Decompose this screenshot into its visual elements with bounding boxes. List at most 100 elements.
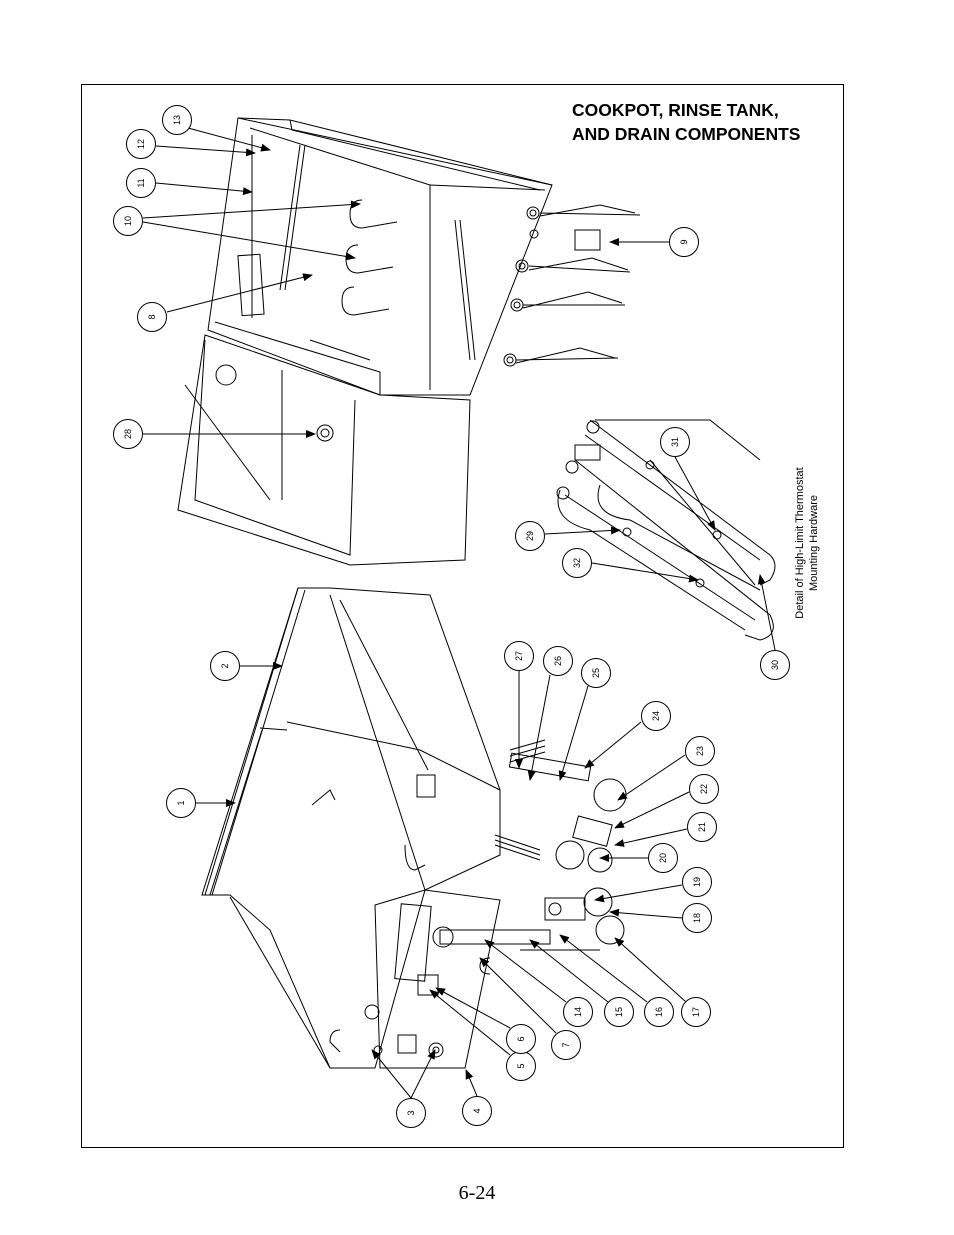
callout-18: 18 — [609, 903, 712, 933]
callout-29: 29 — [515, 521, 621, 551]
callout-number: 29 — [525, 531, 535, 541]
callout-leader-line — [614, 828, 688, 847]
high-limit-thermostat-detail — [556, 419, 776, 641]
callout-number: 5 — [516, 1063, 526, 1068]
callout-circle — [604, 997, 634, 1027]
callout-leader-line — [544, 526, 621, 535]
callout-number: 9 — [679, 239, 689, 244]
callout-23: 23 — [617, 736, 715, 801]
callout-circle — [687, 812, 717, 842]
callout-6: 6 — [435, 987, 536, 1054]
callout-number: 24 — [651, 711, 661, 721]
callout-circle — [682, 903, 712, 933]
callout-circle — [669, 227, 699, 257]
callout-number: 3 — [406, 1110, 416, 1115]
callout-number: 15 — [614, 1007, 624, 1017]
callout-number: 16 — [654, 1007, 664, 1017]
callout-circle — [681, 997, 711, 1027]
callout-leader-line — [142, 221, 356, 261]
callout-number: 18 — [692, 913, 702, 923]
callout-circle — [581, 658, 611, 688]
callout-leader-line — [674, 456, 716, 531]
callout-8: 8 — [137, 273, 313, 332]
callout-number: 8 — [147, 314, 157, 319]
callout-5: 5 — [429, 989, 536, 1081]
callout-28: 28 — [113, 419, 316, 449]
callout-10: 10 — [113, 200, 361, 261]
callout-circle — [562, 548, 592, 578]
callout-circle — [563, 997, 593, 1027]
callout-leader-line — [166, 273, 313, 313]
callout-circle — [210, 651, 240, 681]
callout-circle — [113, 419, 143, 449]
callout-leader-line — [614, 937, 687, 1003]
callout-circle — [641, 701, 671, 731]
callout-3: 3 — [371, 1049, 436, 1128]
callout-number: 28 — [123, 429, 133, 439]
callout-number: 26 — [553, 656, 563, 666]
callout-number: 32 — [572, 558, 582, 568]
page-number: 6-24 — [458, 1182, 496, 1204]
diagram-frame — [81, 84, 844, 1148]
callout-circle — [660, 427, 690, 457]
callout-20: 20 — [599, 843, 678, 873]
callout-number: 11 — [136, 178, 146, 187]
callout-leader-line — [594, 884, 683, 903]
callout-17: 17 — [614, 937, 711, 1027]
callout-circle — [126, 168, 156, 198]
callout-2: 2 — [210, 651, 283, 681]
callout-number: 21 — [697, 822, 707, 832]
callout-31: 31 — [660, 427, 716, 531]
callout-24: 24 — [584, 701, 671, 769]
callout-number: 14 — [573, 1007, 583, 1017]
callout-leader-line — [591, 562, 699, 583]
callout-circle — [685, 736, 715, 766]
callout-leader-line — [142, 200, 361, 219]
callout-number: 13 — [172, 115, 182, 125]
callout-32: 32 — [562, 548, 699, 583]
lower-tank-and-drain-assembly — [201, 587, 627, 1069]
callout-circle — [682, 867, 712, 897]
callout-leader-line — [617, 754, 686, 801]
callout-13: 13 — [162, 105, 271, 152]
callout-number: 25 — [591, 668, 601, 678]
callout-number: 23 — [695, 746, 705, 756]
callout-leader-line — [484, 939, 567, 1003]
callout-circle — [396, 1098, 426, 1128]
callout-circle — [543, 646, 573, 676]
callout-circle — [644, 997, 674, 1027]
callout-leader-line — [527, 674, 551, 781]
callout-16: 16 — [559, 934, 674, 1027]
callout-15: 15 — [529, 939, 634, 1027]
callout-circle — [648, 843, 678, 873]
callout-circle — [551, 1030, 581, 1060]
callout-14: 14 — [484, 939, 593, 1027]
callout-number: 22 — [699, 784, 709, 794]
callout-number: 20 — [658, 853, 668, 863]
callout-leader-line — [614, 791, 690, 829]
callout-circle — [504, 641, 534, 671]
title-line-2: AND DRAIN COMPONENTS — [572, 124, 801, 144]
callout-leader-line — [155, 182, 253, 196]
callout-circle — [462, 1096, 492, 1126]
callout-leader-line — [609, 908, 683, 919]
callout-leader-line — [559, 934, 648, 1003]
diagram-title: COOKPOT, RINSE TANK, AND DRAIN COMPONENT… — [572, 98, 800, 146]
callout-leader-line — [479, 957, 557, 1034]
callout-number: 1 — [176, 800, 186, 805]
callout-number: 19 — [692, 877, 702, 887]
callout-leader-line — [371, 1049, 412, 1099]
callout-circle — [760, 650, 790, 680]
callout-circle — [689, 774, 719, 804]
callout-leader-line — [410, 1049, 436, 1099]
callout-number: 7 — [561, 1042, 571, 1047]
callout-27: 27 — [504, 641, 534, 769]
callout-number: 6 — [516, 1036, 526, 1041]
callout-9: 9 — [609, 227, 699, 257]
callout-12: 12 — [126, 129, 256, 159]
callout-21: 21 — [614, 812, 717, 847]
cookpot-rinse-tank-assembly — [177, 117, 641, 566]
callout-22: 22 — [614, 774, 719, 829]
